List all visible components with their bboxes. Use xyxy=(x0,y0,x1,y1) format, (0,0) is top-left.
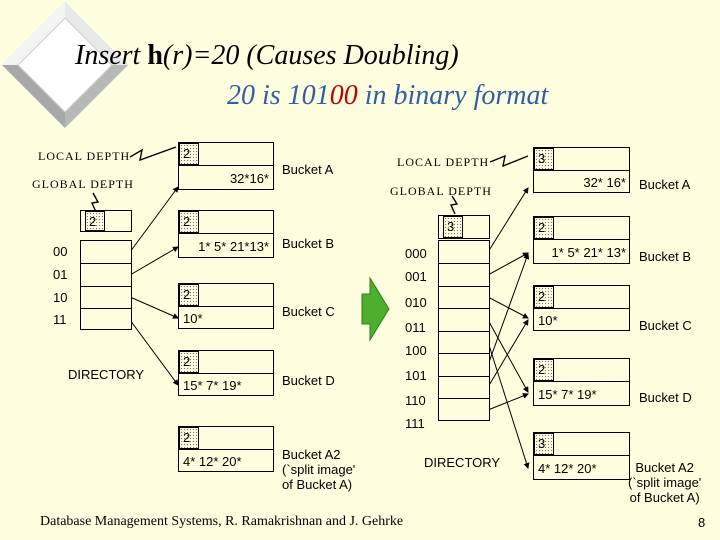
left-bucket-a2: 2 4* 12* 20* xyxy=(178,426,274,472)
bucket-local-depth: 2 xyxy=(179,143,199,165)
bucket-local-depth: 2 xyxy=(179,351,199,373)
right-dir-entry: 001 xyxy=(405,269,427,284)
left-directory xyxy=(80,240,132,330)
right-bucket-a2: 3 4* 12* 20* xyxy=(533,432,630,480)
bucket-entries: 4* 12* 20* xyxy=(183,454,242,469)
right-global-depth-value: 3 xyxy=(443,216,463,238)
bucket-name: Bucket A xyxy=(639,177,691,192)
bucket-local-depth: 2 xyxy=(534,217,554,239)
left-dir-entry: 00 xyxy=(53,244,68,259)
bucket-local-depth: 3 xyxy=(534,148,554,170)
slide-title: Insert h(r)=20 (Causes Doubling) xyxy=(75,40,459,71)
bucket-local-depth: 2 xyxy=(534,359,554,381)
bucket-entries: 10* xyxy=(538,313,558,328)
right-local-depth-label: LOCAL DEPTH xyxy=(397,155,490,169)
bucket-entries: 1* 5* 21*13* xyxy=(198,239,269,254)
right-bucket-d: 2 15* 7* 19* xyxy=(533,358,630,406)
bucket-name: Bucket B xyxy=(639,249,692,264)
bucket-name: Bucket C xyxy=(639,318,692,333)
bucket-entries: 32*16* xyxy=(229,171,269,186)
bucket-entries: 4* 12* 20* xyxy=(538,461,597,476)
right-dir-entry: 000 xyxy=(405,246,427,261)
bucket-entries: 15* 7* 19* xyxy=(183,378,242,393)
right-dir-entry: 110 xyxy=(405,393,426,408)
left-bucket-a: 2 32*16* xyxy=(178,142,274,190)
left-bucket-b: 2 1* 5* 21*13* xyxy=(178,210,274,258)
bucket-local-depth: 2 xyxy=(179,427,199,449)
left-directory-label: DIRECTORY xyxy=(68,367,145,382)
bucket-entries: 1* 5* 21* 13* xyxy=(551,245,626,260)
bucket-local-depth: 2 xyxy=(179,211,199,233)
right-directory xyxy=(438,240,490,421)
left-global-depth-box: 2 xyxy=(80,210,132,232)
page-number: 8 xyxy=(698,515,706,530)
bucket-name: Bucket C xyxy=(282,304,335,319)
bucket-local-depth: 2 xyxy=(179,284,199,306)
bucket-entries: 32* 16* xyxy=(583,175,626,190)
bucket-local-depth: 2 xyxy=(534,286,554,308)
left-dir-entry: 01 xyxy=(53,267,68,282)
right-dir-entry: 011 xyxy=(405,320,426,335)
bucket-local-depth: 3 xyxy=(534,433,554,455)
right-global-depth-label: GLOBAL DEPTH xyxy=(390,184,492,198)
footer-citation: Database Management Systems, R. Ramakris… xyxy=(40,514,404,529)
right-dir-entry: 100 xyxy=(405,343,427,358)
transition-arrow xyxy=(361,276,390,342)
bucket-name: Bucket B xyxy=(282,236,335,251)
right-dir-entry: 111 xyxy=(405,416,425,431)
bucket-name: Bucket D xyxy=(282,373,335,388)
right-bucket-a: 3 32* 16* xyxy=(533,147,630,193)
right-dir-entry: 101 xyxy=(405,368,427,383)
bucket-name: Bucket A2 (`split image' of Bucket A) xyxy=(628,460,702,505)
bucket-entries: 15* 7* 19* xyxy=(538,387,597,402)
left-bucket-d: 2 15* 7* 19* xyxy=(178,350,274,396)
right-dir-entry: 010 xyxy=(405,295,427,310)
bucket-entries: 10* xyxy=(183,311,203,326)
left-dir-entry: 10 xyxy=(53,290,68,305)
bucket-name: Bucket A xyxy=(282,162,334,177)
left-global-depth-value: 2 xyxy=(85,211,105,231)
bucket-name: Bucket A2 (`split image' of Bucket A) xyxy=(282,447,356,492)
right-global-depth-box: 3 xyxy=(438,215,490,239)
right-directory-label: DIRECTORY xyxy=(424,455,501,470)
left-bucket-c: 2 10* xyxy=(178,283,274,329)
slide-subtitle: 20 is 10100 in binary format xyxy=(227,80,549,111)
left-local-depth-label: LOCAL DEPTH xyxy=(38,149,131,163)
left-dir-entry: 11 xyxy=(53,312,67,327)
right-bucket-b: 2 1* 5* 21* 13* xyxy=(533,216,630,264)
left-global-depth-label: GLOBAL DEPTH xyxy=(32,177,134,191)
right-bucket-c: 2 10* xyxy=(533,285,630,331)
bucket-name: Bucket D xyxy=(639,390,692,405)
